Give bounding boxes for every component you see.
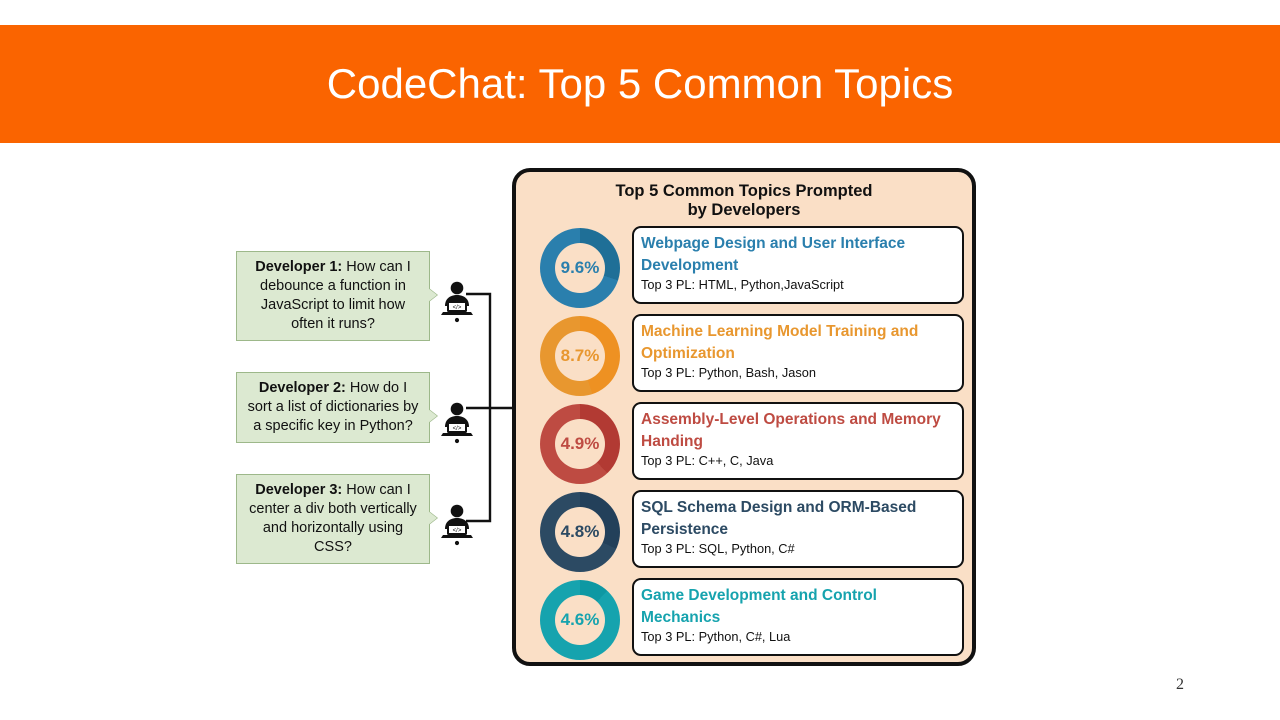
developer-question: How can I center a div both vertically a… — [249, 482, 417, 555]
topic-title: Assembly-Level Operations and Memory Han… — [641, 411, 941, 450]
donut-ring: 9.6% — [540, 228, 620, 308]
topics-panel: Top 5 Common Topics Prompted by Develope… — [512, 168, 976, 666]
bubble-tail-icon — [428, 409, 437, 423]
donut-hole: 4.8% — [555, 507, 605, 557]
topic-row[interactable]: 8.7% Machine Learning Model Training and… — [516, 312, 972, 400]
donut-ring: 4.8% — [540, 492, 620, 572]
topic-card[interactable]: Webpage Design and User Interface Develo… — [632, 226, 964, 304]
donut-hole: 8.7% — [555, 331, 605, 381]
flow-connector-arrows — [466, 292, 522, 523]
topic-languages: Top 3 PL: SQL, Python, C# — [641, 541, 795, 556]
developer-label: Developer 2: — [258, 380, 346, 396]
developer-message-bubble: Developer 1: How can I debounce a functi… — [236, 251, 437, 341]
svg-text:</>: </> — [453, 426, 462, 432]
panel-title: Top 5 Common Topics Prompted by Develope… — [516, 172, 972, 224]
topic-card[interactable]: Machine Learning Model Training and Opti… — [632, 314, 964, 392]
donut-chart: 4.8% — [536, 490, 624, 574]
donut-percent-label: 8.7% — [560, 346, 600, 365]
developer-message-bubble: Developer 2: How do I sort a list of dic… — [236, 372, 437, 443]
developer-message-bubble: Developer 3: How can I center a div both… — [236, 474, 437, 564]
panel-title-line-2: by Developers — [687, 201, 801, 219]
donut-ring: 4.9% — [540, 404, 620, 484]
developer-question: How do I sort a list of dictionaries by … — [247, 380, 419, 434]
donut-chart: 9.6% — [536, 226, 624, 310]
svg-text:</>: </> — [453, 528, 462, 534]
donut-percent-label: 4.8% — [560, 522, 600, 541]
topic-languages: Top 3 PL: Python, Bash, Jason — [641, 365, 817, 380]
donut-chart: 4.6% — [536, 578, 624, 662]
developer-laptop-icon: </> — [441, 281, 473, 323]
bubble-tail-icon — [428, 288, 437, 302]
topic-card[interactable]: SQL Schema Design and ORM-Based Persiste… — [632, 490, 964, 568]
donut-percent-label: 4.9% — [560, 434, 600, 453]
topic-row[interactable]: 4.9% Assembly-Level Operations and Memor… — [516, 400, 972, 488]
donut-ring: 8.7% — [540, 316, 620, 396]
topic-row[interactable]: 4.8% SQL Schema Design and ORM-Based Per… — [516, 488, 972, 576]
topic-title: Webpage Design and User Interface Develo… — [641, 235, 906, 274]
slide-title-bar: CodeChat: Top 5 Common Topics — [0, 25, 1280, 143]
topic-title: Game Development and Control Mechanics — [641, 587, 877, 626]
developer-laptop-icon: </> — [441, 402, 473, 444]
developer-laptop-icon: </> — [441, 504, 473, 546]
topic-card[interactable]: Assembly-Level Operations and Memory Han… — [632, 402, 964, 480]
svg-text:</>: </> — [453, 305, 462, 311]
donut-chart: 4.9% — [536, 402, 624, 486]
page-number: 2 — [1176, 676, 1184, 693]
topic-title: SQL Schema Design and ORM-Based Persiste… — [641, 499, 917, 538]
donut-percent-label: 9.6% — [560, 258, 600, 277]
topic-languages: Top 3 PL: Python, C#, Lua — [641, 629, 791, 644]
donut-ring: 4.6% — [540, 580, 620, 660]
donut-percent-label: 4.6% — [560, 610, 600, 629]
topic-languages: Top 3 PL: C++, C, Java — [641, 453, 774, 468]
developer-question: How can I debounce a function in JavaScr… — [260, 259, 411, 332]
bubble-tail-icon — [428, 511, 437, 525]
topic-row[interactable]: 4.6% Game Development and Control Mechan… — [516, 576, 972, 664]
donut-hole: 9.6% — [555, 243, 605, 293]
developer-label: Developer 3: — [255, 482, 343, 498]
topic-row[interactable]: 9.6% Webpage Design and User Interface D… — [516, 224, 972, 312]
developer-label: Developer 1: — [255, 259, 343, 275]
topic-title: Machine Learning Model Training and Opti… — [641, 323, 919, 362]
topic-card[interactable]: Game Development and Control Mechanics T… — [632, 578, 964, 656]
donut-hole: 4.9% — [555, 419, 605, 469]
donut-chart: 8.7% — [536, 314, 624, 398]
topic-languages: Top 3 PL: HTML, Python,JavaScript — [641, 277, 844, 292]
page-title: CodeChat: Top 5 Common Topics — [326, 60, 954, 107]
panel-title-line-1: Top 5 Common Topics Prompted — [615, 182, 873, 200]
donut-hole: 4.6% — [555, 595, 605, 645]
